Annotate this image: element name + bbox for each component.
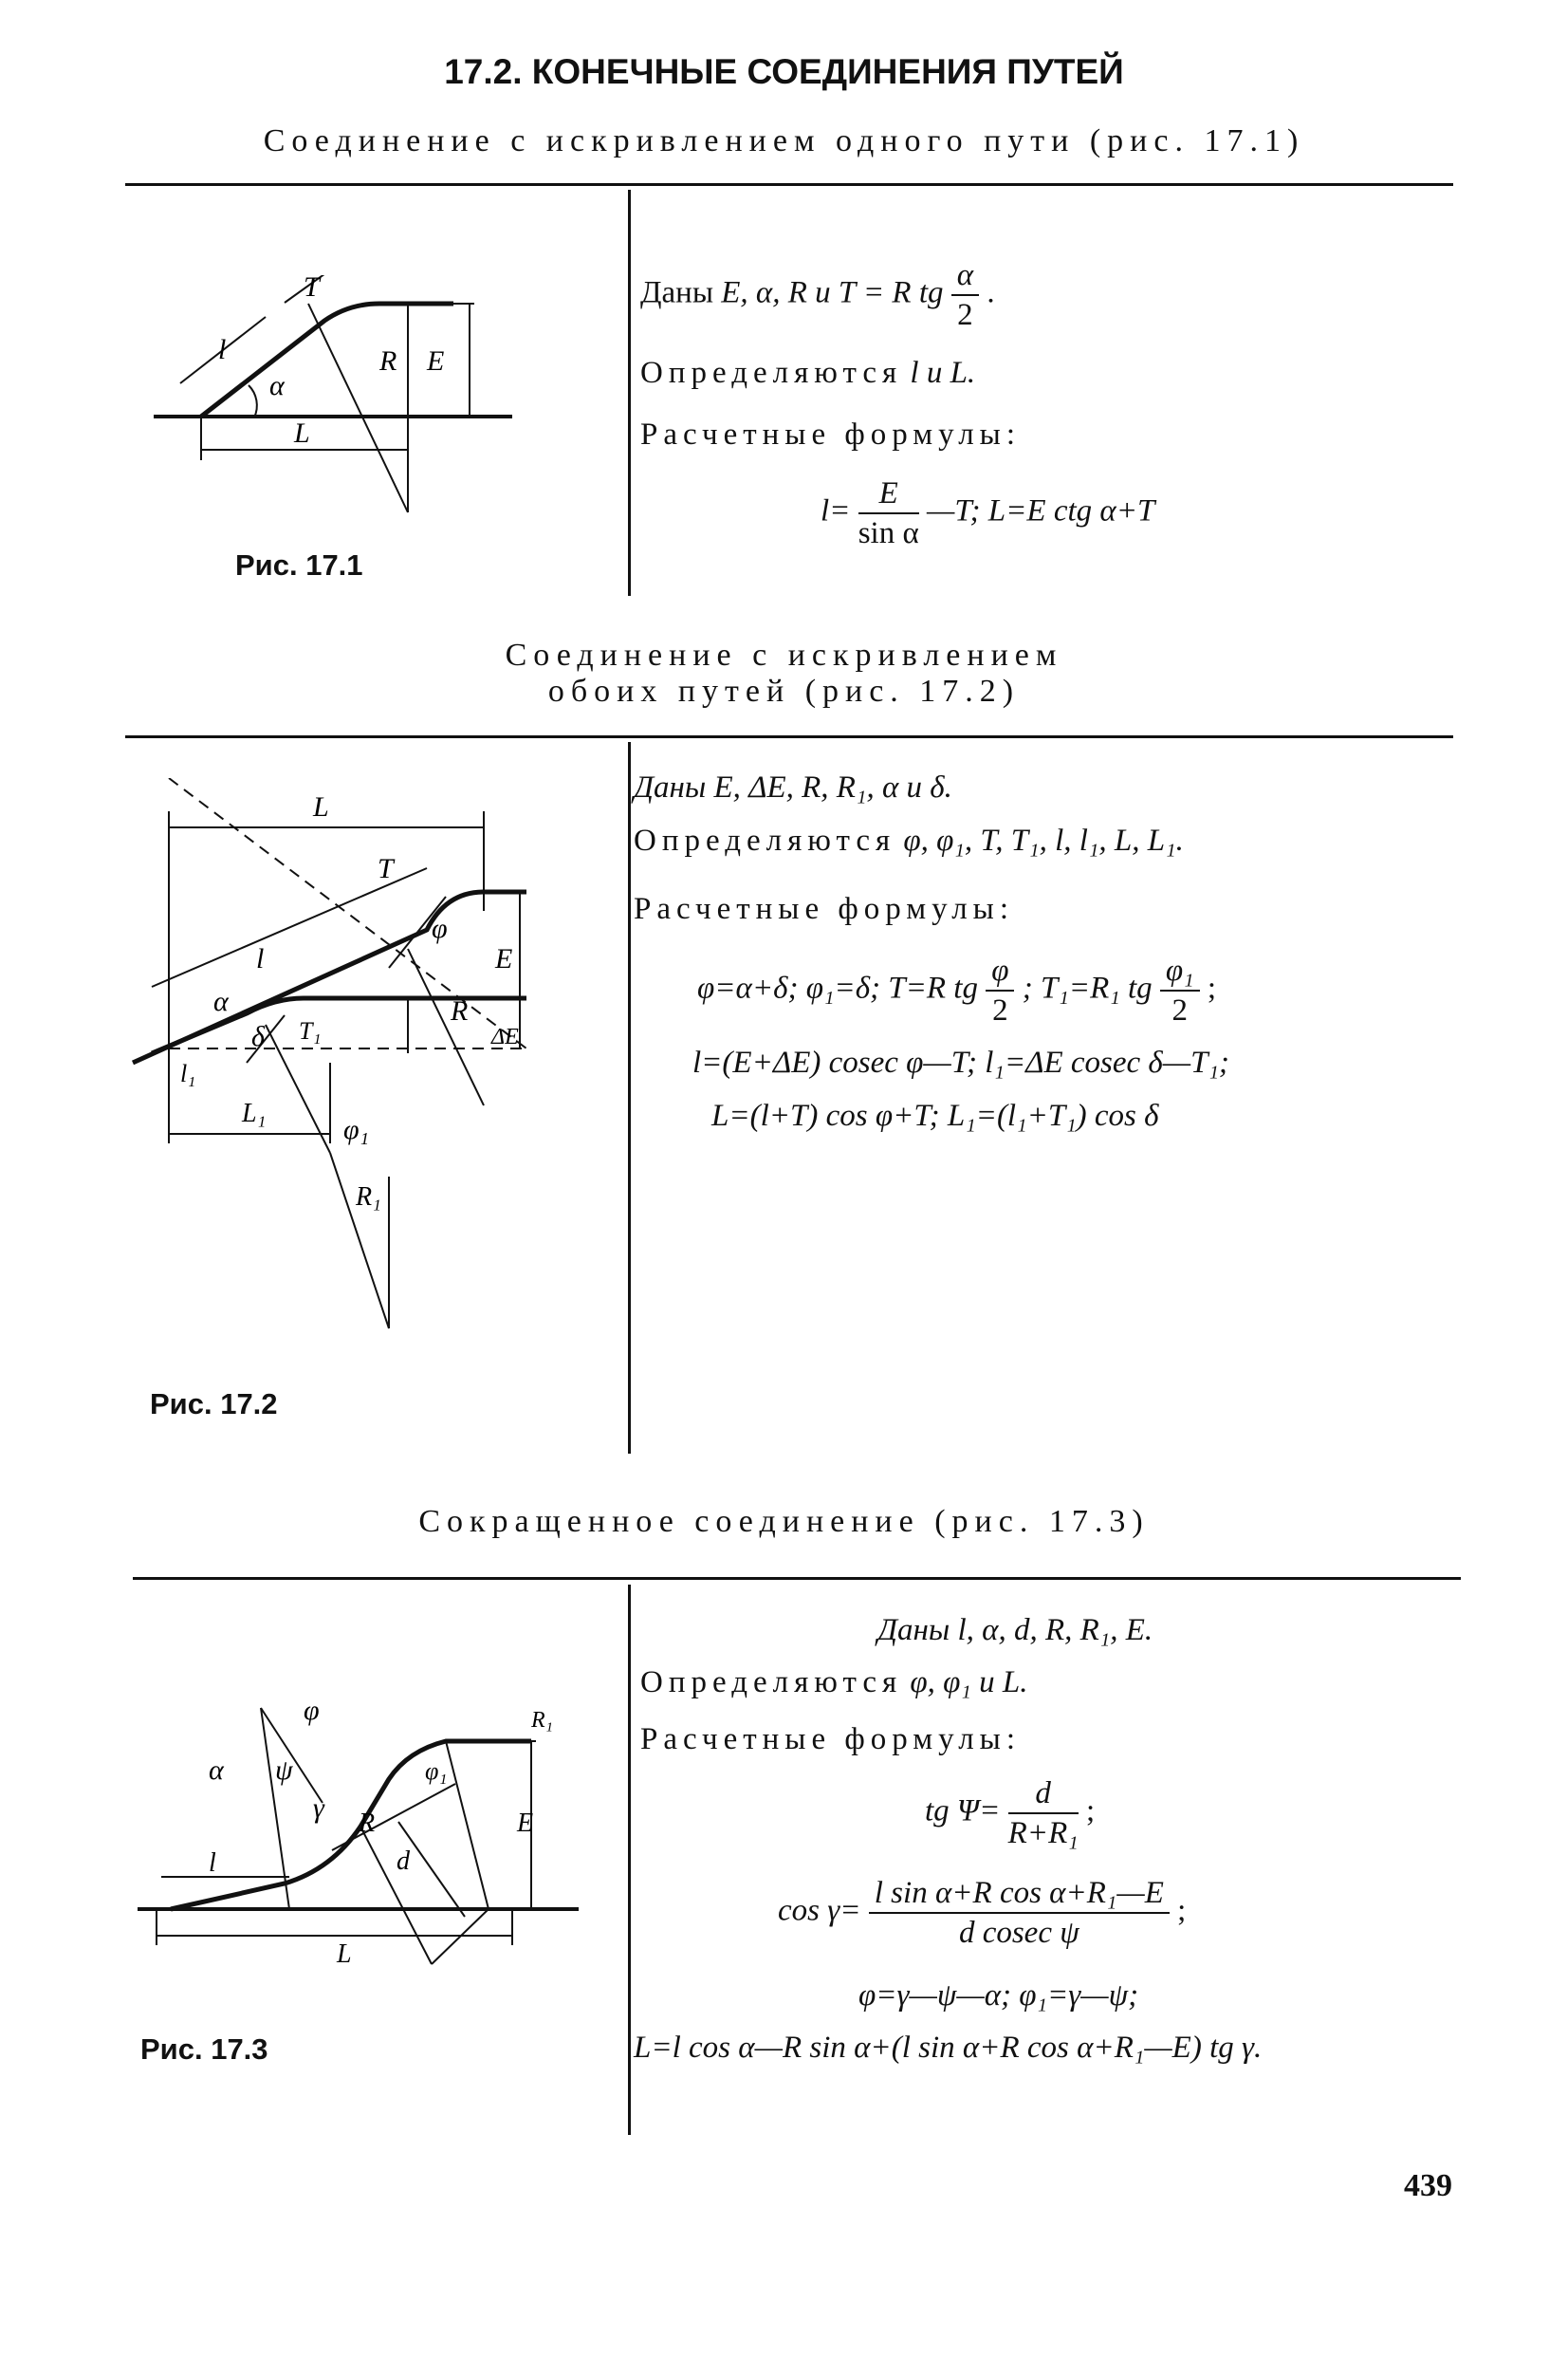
- s3-formula-4: L=l cos α—R sin α+(l sin α+R cos α+R₁—E)…: [634, 2031, 1263, 2065]
- section-title: 17.2. КОНЕЧНЫЕ СОЕДИНЕНИЯ ПУТЕЙ: [444, 52, 1124, 91]
- s2-formula-2: l=(E+ΔE) cosec φ—T; l₁=ΔE cosec δ—T₁;: [692, 1046, 1229, 1080]
- s3-given: Даны l, α, d, R, R₁, E.: [877, 1613, 1153, 1647]
- s2-formulas-label: Расчетные формулы:: [634, 892, 1015, 926]
- label-l: l: [256, 943, 264, 974]
- s3-formulas-label: Расчетные формулы:: [640, 1722, 1022, 1756]
- caption-17-3: Рис. 17.3: [140, 2032, 268, 2066]
- label-alpha: α: [209, 1754, 225, 1786]
- s3-determined: Определяются φ, φ₁ и L.: [640, 1665, 1028, 1699]
- label-d: d: [397, 1846, 411, 1876]
- divider: [133, 1577, 1461, 1580]
- label-l1: l₁: [180, 1060, 195, 1087]
- label-R1: R₁: [355, 1182, 381, 1212]
- label-l: l: [209, 1848, 216, 1878]
- label-phi: φ: [432, 913, 448, 944]
- caption-17-1: Рис. 17.1: [235, 548, 363, 582]
- label-T: T: [378, 853, 396, 884]
- label-R: R: [450, 995, 468, 1027]
- label-psi: ψ: [275, 1754, 294, 1786]
- label-l: l: [218, 334, 226, 365]
- column-divider: [628, 1585, 631, 2135]
- figure-17-3: φ α ψ γ R d φ₁ R₁ E l L: [138, 1695, 579, 1969]
- divider: [125, 735, 1453, 738]
- label-E: E: [516, 1809, 533, 1838]
- label-L1: L₁: [241, 1099, 266, 1128]
- column-divider: [628, 742, 631, 1454]
- label-T: T: [304, 275, 322, 303]
- s3-formula-3: φ=γ—ψ—α; φ₁=γ—ψ;: [858, 1978, 1139, 2013]
- s2-given: Даны E, ΔE, R, R₁, α и δ.: [634, 770, 952, 805]
- label-gamma: γ: [313, 1792, 325, 1824]
- section2-title: Соединение с искривлением обоих путей (р…: [505, 638, 1063, 709]
- s2-determined: Определяются φ, φ₁, T, T₁, l, l₁, L, L₁.: [634, 824, 1184, 858]
- divider: [125, 183, 1453, 186]
- label-phi: φ: [304, 1695, 320, 1726]
- s1-formulas-label: Расчетные формулы:: [640, 417, 1022, 452]
- label-L: L: [293, 417, 310, 449]
- section3-title: Сокращенное соединение (рис. 17.3): [418, 1504, 1150, 1539]
- label-phi1: φ₁: [425, 1757, 447, 1785]
- section1-title: Соединение с искривлением одного пути (р…: [263, 123, 1305, 158]
- label-R: R: [378, 345, 397, 377]
- label-alpha: α: [213, 986, 230, 1017]
- page-number: 439: [1404, 2168, 1452, 2203]
- label-phi1: φ₁: [343, 1114, 369, 1145]
- label-dE: ΔE: [490, 1025, 519, 1049]
- label-R1: R₁: [530, 1708, 553, 1733]
- label-R: R: [358, 1809, 375, 1838]
- label-E: E: [494, 943, 512, 974]
- label-E: E: [426, 345, 444, 377]
- figure-17-1: T l α R E L: [154, 275, 512, 513]
- s1-determined: Определяются l и L.: [640, 356, 976, 390]
- figure-17-2: L T l φ E α δ T₁ R ΔE l₁ L₁ φ₁ R₁: [131, 778, 527, 1329]
- caption-17-2: Рис. 17.2: [150, 1387, 278, 1420]
- label-L: L: [312, 791, 329, 823]
- label-delta: δ: [251, 1021, 266, 1052]
- column-divider: [628, 190, 631, 596]
- s2-formula-3: L=(l+T) cos φ+T; L₁=(l₁+T₁) cos δ: [711, 1099, 1159, 1133]
- label-alpha: α: [269, 370, 286, 401]
- label-L: L: [336, 1939, 352, 1969]
- label-T1: T₁: [299, 1017, 322, 1045]
